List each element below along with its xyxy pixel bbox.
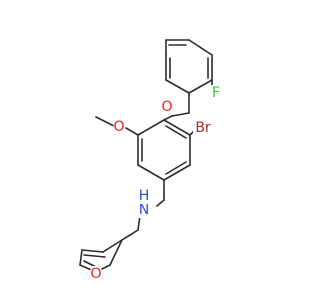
bond-19 [95, 116, 115, 127]
bond-10 [163, 115, 173, 121]
bond-4 [165, 79, 190, 94]
bond-24 [102, 239, 123, 253]
bond-29 [109, 239, 123, 266]
bond-18 [125, 127, 139, 136]
bond-1 [188, 39, 213, 56]
amine-nitrogen-label-background [138, 202, 150, 218]
bond-3 [188, 79, 213, 94]
double-bond-3 [165, 125, 187, 139]
ether-oxygen-label-background [161, 99, 173, 115]
furan-oxygen-label: O [90, 266, 101, 282]
methoxy-oxygen-label-background [113, 119, 125, 135]
bond-14 [137, 164, 165, 181]
bromine-label: Br [195, 120, 211, 136]
ether-oxygen-label: O [161, 99, 172, 115]
bromine-label-background [193, 120, 213, 136]
bond-26 [79, 249, 83, 266]
bond-21 [156, 199, 165, 207]
furan-oxygen-label-background [90, 266, 102, 282]
double-bond-6 [83, 254, 106, 258]
amine-nitrogen-label: N [139, 202, 149, 218]
amine-hydrogen-label-background [138, 188, 150, 204]
bond-8 [171, 112, 190, 117]
methoxy-oxygen-label: O [113, 119, 124, 135]
bond-layer [79, 39, 213, 273]
bond-13 [163, 164, 191, 181]
bond-11 [163, 119, 191, 136]
amine-hydrogen-label: H [139, 188, 150, 204]
double-bond-5 [165, 161, 187, 175]
bond-25 [81, 249, 104, 253]
bond-16 [137, 119, 165, 136]
bond-23 [121, 229, 139, 241]
fluorine-label: F [212, 85, 220, 101]
fluorine-label-background [210, 85, 222, 101]
